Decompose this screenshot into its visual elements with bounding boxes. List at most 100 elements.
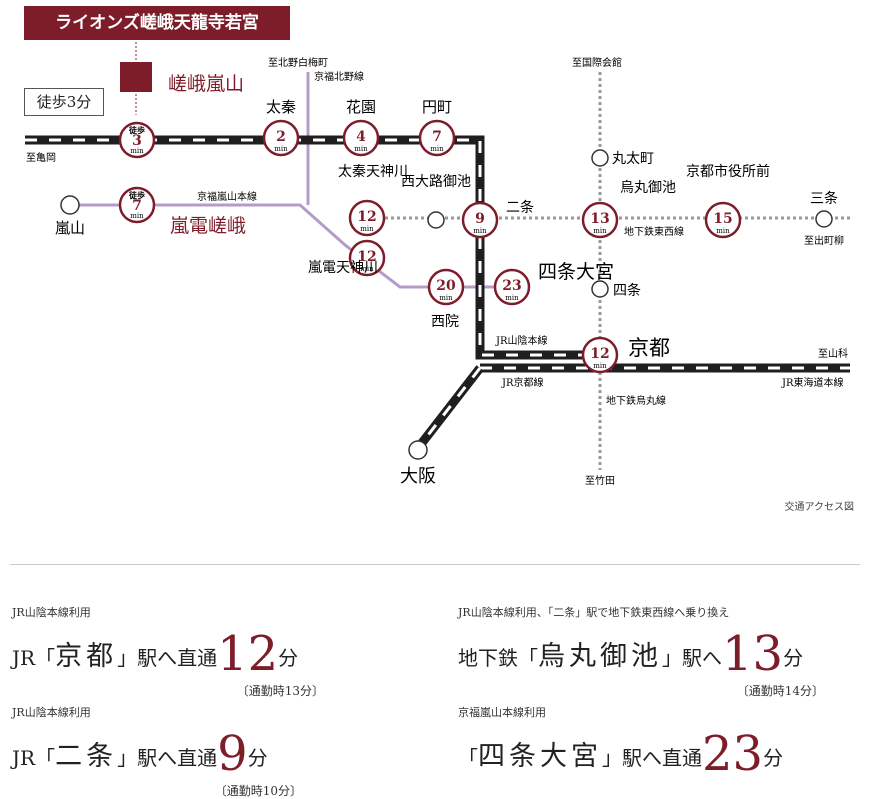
label-saga-arashiyama: 嵯峨嵐山 [168,73,244,95]
station-time: 4 [356,129,366,145]
label-randen-tenjingawa: 嵐電天神川 [308,260,378,276]
info-main: 地下鉄「烏丸御池」駅へ13分 [458,626,804,682]
station-time: 2 [276,129,286,145]
info-sub: 〔通勤時14分〕 [736,684,824,698]
label-saiin: 西院 [431,314,459,330]
label-hanazono: 花園 [346,98,376,116]
walk-time-label: 徒歩3分 [24,88,104,116]
min-label: min [274,145,288,153]
station-time: 7 [132,198,142,214]
walk-mark: 徒歩 [128,190,145,200]
property-marker [120,62,152,92]
min-label: min [360,225,374,233]
svg-text:三条: 三条 [810,190,838,207]
min-label: min [439,294,453,302]
label-to-kitano: 至北野白梅町 [268,56,328,69]
label-shijo-omiya: 四条大宮 [538,261,614,283]
map-credit: 交通アクセス図 [784,502,855,513]
label-uzumasa: 太秦 [266,98,296,116]
station-time: 3 [132,133,142,149]
info-kyoto: JR山陰本線利用 JR「京都」駅へ直通12分 〔通勤時13分〕 [12,604,324,699]
min-label: min [130,212,144,220]
label-shiyakusho: 京都市役所前 [686,163,770,180]
label-jr-sanin: JR山陰本線 [495,334,548,347]
min-label: min [354,145,368,153]
svg-text:丸太町: 丸太町 [612,151,654,167]
walk-mark: 徒歩 [128,125,145,135]
label-subway-tozai: 地下鉄東西線 [624,225,684,238]
min-label: min [130,147,144,155]
info-note: JR山陰本線利用 [12,706,91,719]
label-kyofuku-kitano: 京福北野線 [314,70,364,83]
jr-osaka-line-dash [416,367,482,449]
info-note: JR山陰本線利用、「二条」駅で地下鉄東西線へ乗り換え [458,606,730,619]
label-emmachi: 円町 [422,98,452,116]
station-osaka: 大阪 [400,440,436,487]
svg-text:四条: 四条 [613,282,641,299]
station-sanjo: 三条 [810,190,838,228]
label-jr-kyoto: JR京都線 [501,376,544,389]
station-time: 23 [502,278,521,294]
divider [10,564,860,565]
min-label: min [593,362,607,370]
info-shijo-omiya: 京福嵐山本線利用 「四条大宮」駅へ直通23分 [458,704,824,782]
station-time: 7 [432,129,442,145]
info-main: 「四条大宮」駅へ直通23分 [458,726,784,782]
info-nijo: JR山陰本線利用 JR「二条」駅へ直通9分 〔通勤時10分〕 [12,704,302,799]
label-karasuma-oike: 烏丸御池 [620,179,676,196]
min-label: min [360,265,374,273]
label-uzumasa-tenjingawa: 太秦天神川 [338,164,408,180]
info-main: JR「京都」駅へ直通12分 [12,626,299,682]
min-label: min [716,227,730,235]
svg-text:大阪: 大阪 [400,466,436,487]
info-main: JR「二条」駅へ直通9分 [12,726,268,782]
station-shijo: 四条 [591,280,641,299]
label-subway-karasuma: 地下鉄烏丸線 [606,394,666,407]
label-kyoto: 京都 [628,336,670,360]
info-sub: 〔通勤時13分〕 [236,684,324,698]
station-time: 12 [590,346,609,362]
jr-sanin-line-dash [25,138,600,357]
min-label: min [430,145,444,153]
min-label: min [593,227,607,235]
property-title: ライオンズ嵯峨天龍寺若宮 [24,6,290,40]
station-arashiyama: 嵐山 [55,195,85,237]
station-marutamachi: 丸太町 [591,149,654,167]
label-to-takeda: 至竹田 [585,474,615,487]
min-label: min [505,294,519,302]
label-nijo: 二条 [506,199,534,216]
station-time: 12 [357,209,376,225]
station-time: 9 [475,211,485,227]
info-karasuma-oike: JR山陰本線利用、「二条」駅で地下鉄東西線へ乗り換え 地下鉄「烏丸御池」駅へ13… [458,604,824,699]
station-time: 13 [590,211,609,227]
label-randen-saga: 嵐電嵯峨 [170,215,246,237]
route-map: 嵐山 西大路御池 丸太町 三条 四条 大阪 徒歩3min徒歩7min2min4m… [25,38,850,487]
svg-text:西大路御池: 西大路御池 [401,174,471,190]
jr-sanin-line [25,135,600,360]
min-label: min [473,227,487,235]
info-note: 京福嵐山本線利用 [458,706,546,719]
label-to-kameoka: 至亀岡 [26,151,56,164]
info-note: JR山陰本線利用 [12,606,91,619]
label-kyofuku-arashiyama: 京福嵐山本線 [197,190,257,203]
svg-text:嵐山: 嵐山 [55,219,85,237]
label-to-yamashina: 至山科 [818,347,848,360]
label-jr-tokaido: JR東海道本線 [781,376,844,389]
station-time: 20 [436,278,456,294]
station-time: 15 [713,211,732,227]
station-nishioji-oike: 西大路御池 [401,174,471,229]
label-to-kokusaikaikan: 至国際会館 [572,56,622,69]
